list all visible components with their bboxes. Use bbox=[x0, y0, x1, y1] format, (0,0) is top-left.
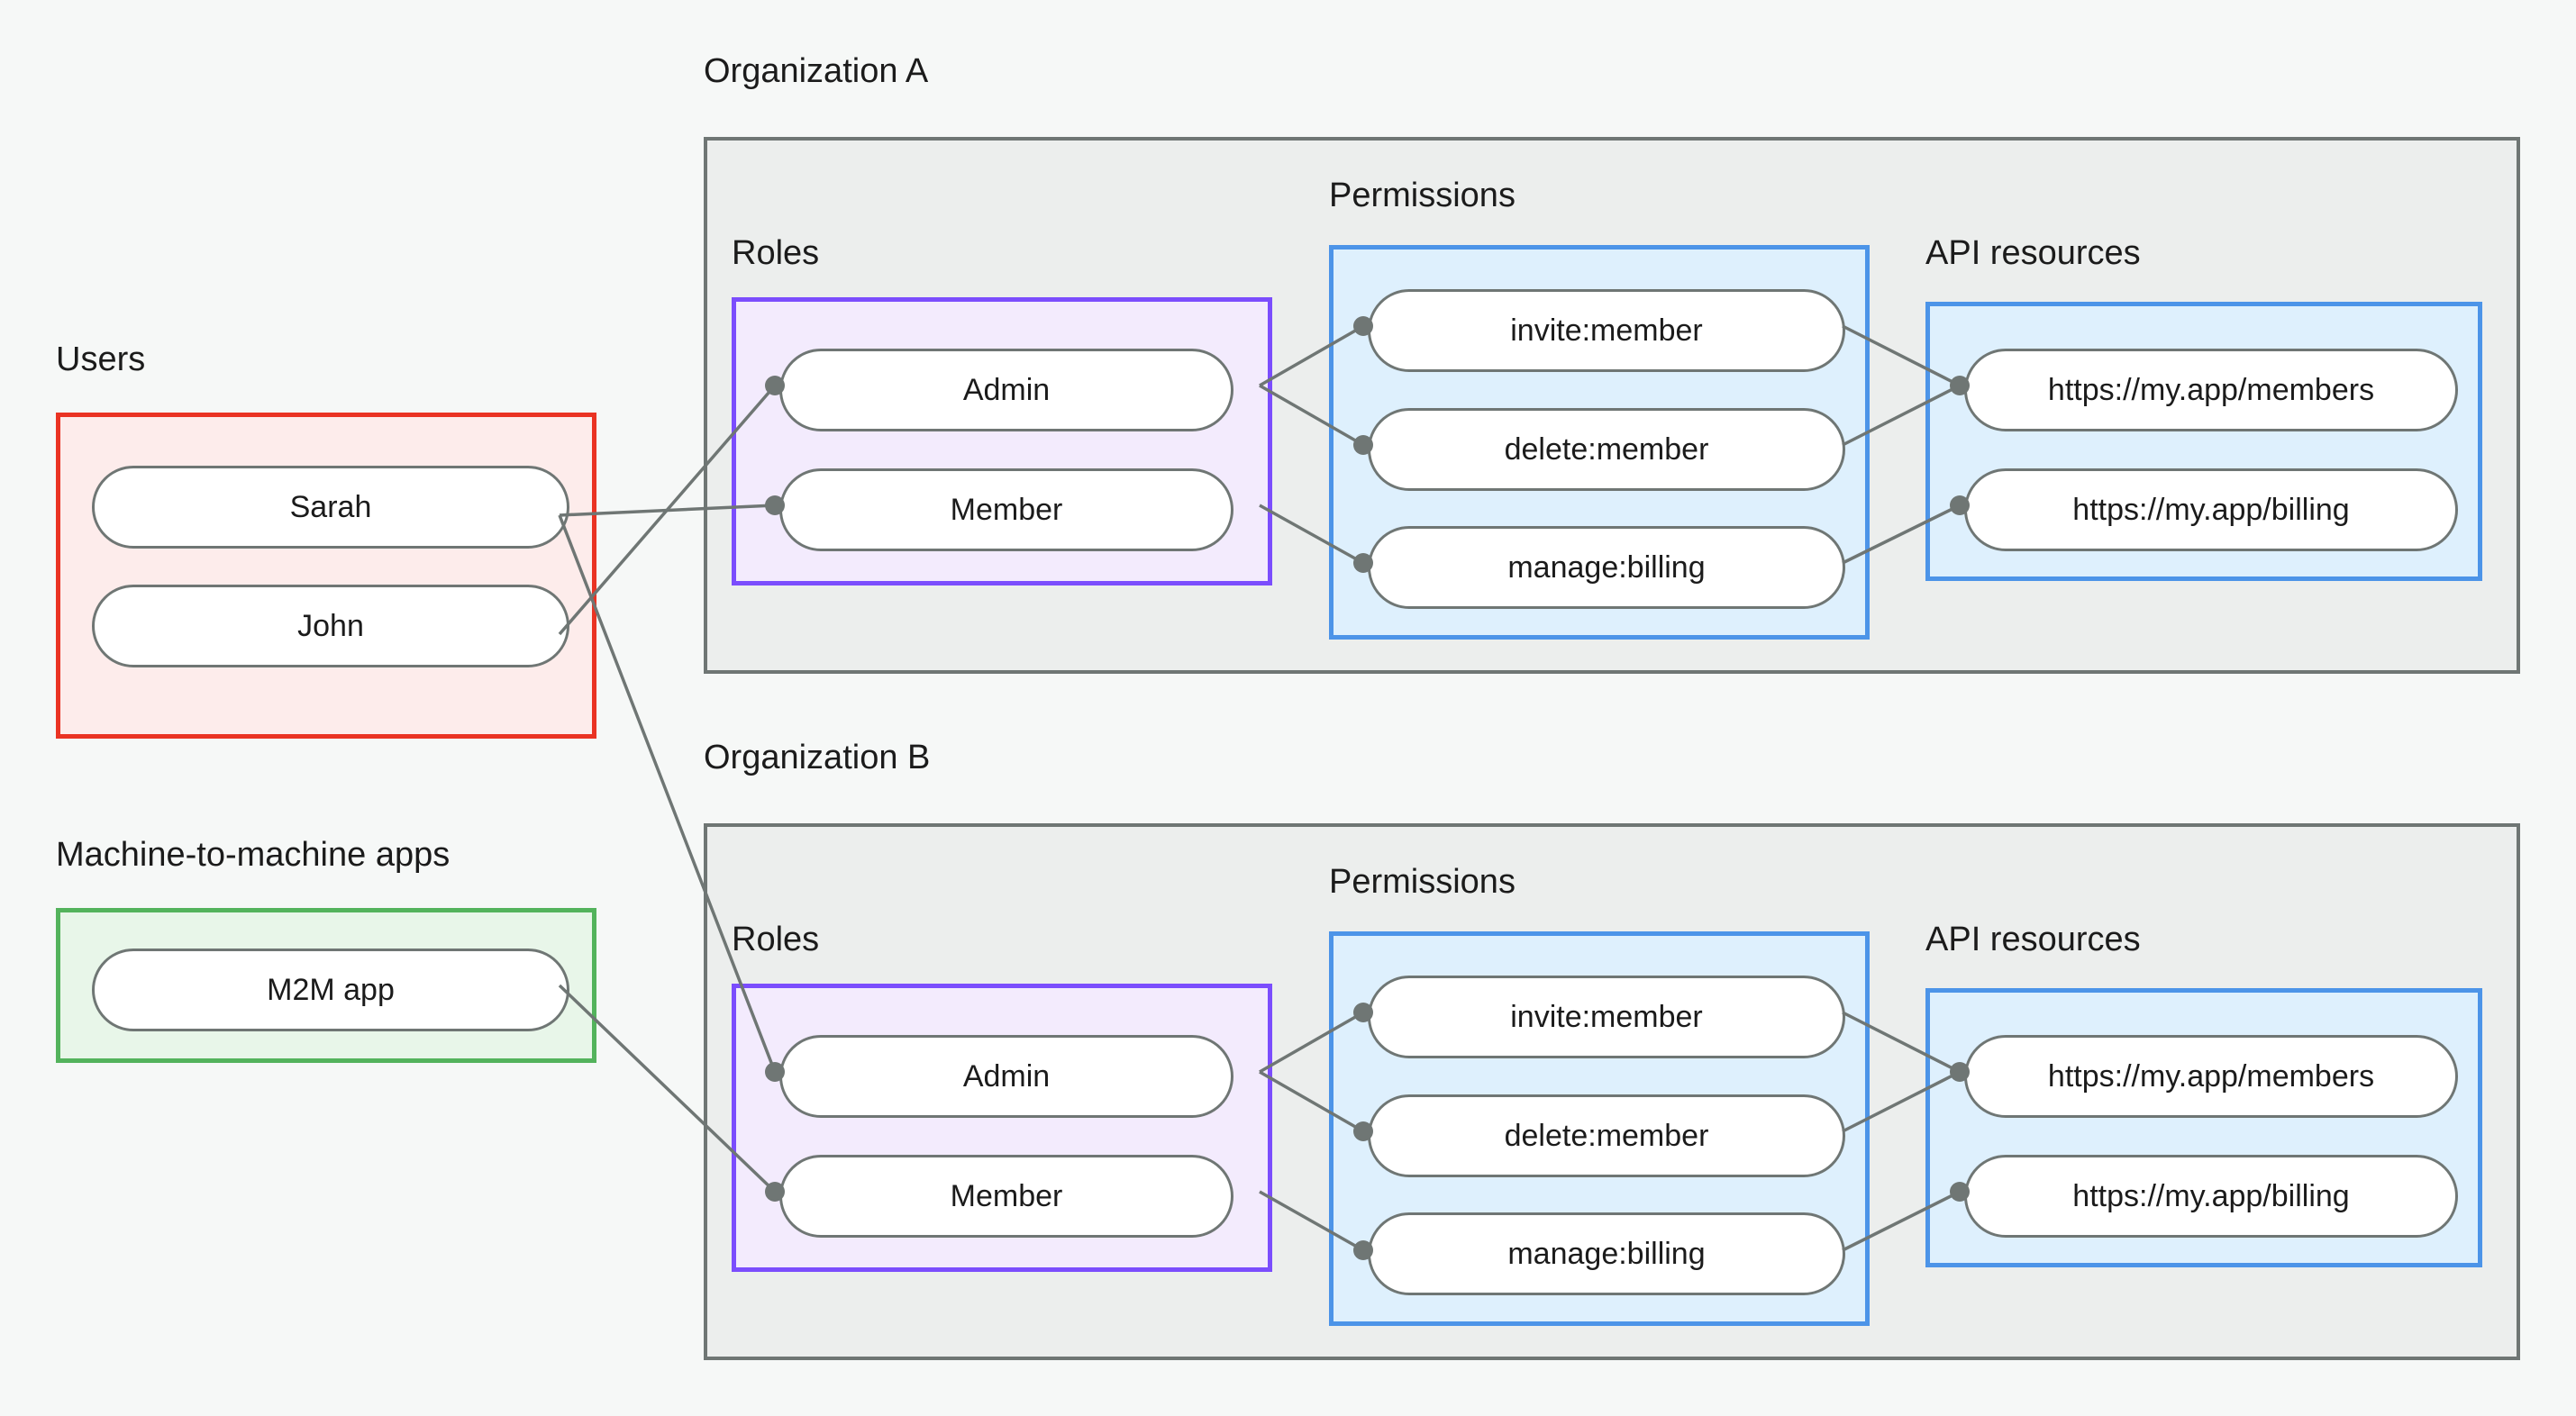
user-node-john[interactable]: John bbox=[92, 585, 569, 667]
org-a-api-resources-cluster: https://my.app/members https://my.app/bi… bbox=[1925, 302, 2482, 581]
org-a-permission-manage-billing[interactable]: manage:billing bbox=[1368, 526, 1845, 609]
org-a-roles-cluster: Admin Member bbox=[732, 297, 1272, 585]
org-b-role-admin[interactable]: Admin bbox=[779, 1035, 1233, 1118]
org-a-roles-label: Roles bbox=[732, 234, 820, 272]
org-b-label: Organization B bbox=[704, 739, 931, 776]
org-a-role-member[interactable]: Member bbox=[779, 468, 1233, 551]
org-a-permission-delete-member[interactable]: delete:member bbox=[1368, 408, 1845, 491]
org-a-api-resources-label: API resources bbox=[1925, 234, 2141, 272]
org-b-api-resource-members[interactable]: https://my.app/members bbox=[1964, 1035, 2458, 1118]
org-b-permission-delete-member[interactable]: delete:member bbox=[1368, 1094, 1845, 1177]
org-b-permission-invite-member[interactable]: invite:member bbox=[1368, 976, 1845, 1058]
org-a-role-admin[interactable]: Admin bbox=[779, 349, 1233, 431]
org-a-api-resource-members[interactable]: https://my.app/members bbox=[1964, 349, 2458, 431]
org-a-permission-invite-member[interactable]: invite:member bbox=[1368, 289, 1845, 372]
org-a-label: Organization A bbox=[704, 52, 929, 90]
org-b-roles-label: Roles bbox=[732, 921, 820, 958]
org-b-role-member[interactable]: Member bbox=[779, 1155, 1233, 1238]
org-b-permission-manage-billing[interactable]: manage:billing bbox=[1368, 1212, 1845, 1295]
org-b-api-resources-cluster: https://my.app/members https://my.app/bi… bbox=[1925, 988, 2482, 1267]
users-group-label: Users bbox=[56, 340, 146, 378]
org-a-api-resource-billing[interactable]: https://my.app/billing bbox=[1964, 468, 2458, 551]
org-b-roles-cluster: Admin Member bbox=[732, 984, 1272, 1272]
org-a-permissions-cluster: invite:member delete:member manage:billi… bbox=[1329, 245, 1870, 640]
org-b-api-resources-label: API resources bbox=[1925, 921, 2141, 958]
org-b-permissions-label: Permissions bbox=[1329, 863, 1516, 901]
org-b-api-resource-billing[interactable]: https://my.app/billing bbox=[1964, 1155, 2458, 1238]
m2m-node-app[interactable]: M2M app bbox=[92, 949, 569, 1031]
org-a-permissions-label: Permissions bbox=[1329, 177, 1516, 214]
machine-apps-group-label: Machine-to-machine apps bbox=[56, 836, 451, 874]
machine-apps-cluster: M2M app bbox=[56, 908, 596, 1063]
users-cluster: Sarah John bbox=[56, 413, 596, 739]
org-b-permissions-cluster: invite:member delete:member manage:billi… bbox=[1329, 931, 1870, 1326]
user-node-sarah[interactable]: Sarah bbox=[92, 466, 569, 549]
